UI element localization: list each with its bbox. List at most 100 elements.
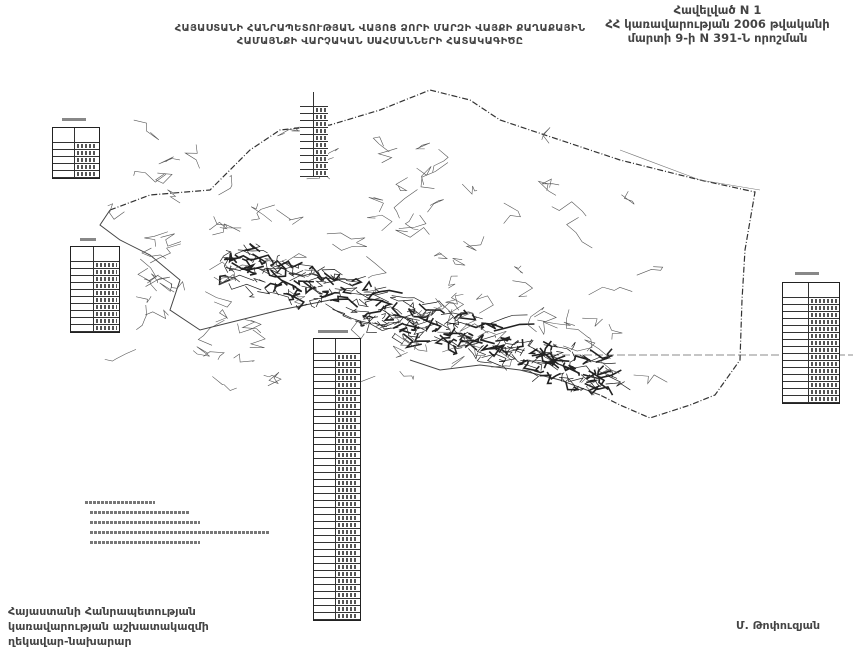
terrain-line — [420, 162, 449, 189]
table-row — [314, 536, 360, 543]
settlement-line — [244, 242, 261, 253]
table-row — [300, 114, 328, 121]
terrain-line — [566, 309, 589, 339]
terrain-line — [541, 178, 560, 188]
settlement-line — [411, 324, 417, 332]
settlement-line — [329, 298, 359, 308]
table-row — [53, 157, 99, 164]
terrain-line — [250, 203, 273, 222]
terrain-line — [197, 320, 225, 346]
signatory-line2: կառավարության աշխատակազմի — [8, 620, 209, 633]
terrain-line — [133, 119, 160, 141]
terrain-line — [363, 286, 378, 293]
settlement-line — [410, 319, 431, 332]
terrain-line — [463, 236, 485, 251]
settlement-line — [457, 339, 483, 348]
terrain-line — [249, 329, 266, 349]
settlement-line — [605, 382, 631, 391]
table-row — [314, 508, 360, 515]
terrain-line — [393, 189, 418, 219]
annex-decree: ՀՀ կառավարության 2006 թվականի — [605, 17, 830, 31]
table-row — [314, 396, 360, 403]
settlement-line — [422, 308, 429, 315]
settlement-line — [582, 357, 607, 365]
terrain-line — [155, 172, 173, 184]
settlement-line — [449, 332, 473, 340]
settlement-line — [527, 347, 538, 355]
terrain-line — [588, 286, 633, 296]
table-row — [314, 417, 360, 424]
table-row — [71, 297, 119, 304]
terrain-line — [608, 324, 623, 340]
settlement-line — [407, 307, 416, 317]
terrain-line — [192, 346, 210, 357]
table-row — [314, 585, 360, 592]
terrain-line — [350, 320, 365, 340]
terrain-line — [437, 309, 453, 333]
settlement-line — [423, 311, 432, 322]
settlement-line — [589, 348, 613, 360]
table-row — [300, 170, 328, 177]
terrain-line — [491, 351, 512, 368]
terrain-line — [636, 266, 664, 276]
terrain-line — [584, 339, 611, 359]
table-row — [783, 312, 839, 319]
terrain-line — [135, 296, 152, 303]
settlement-line — [266, 291, 293, 306]
terrain-line — [160, 233, 182, 247]
terrain-line — [263, 374, 282, 387]
settlement-line — [392, 313, 419, 325]
table-row — [783, 298, 839, 305]
settlement-line — [468, 348, 478, 360]
coordinates-table-center — [313, 338, 361, 621]
settlement-line — [308, 272, 338, 280]
table-row — [53, 143, 99, 150]
terrain-line — [621, 191, 635, 205]
settlement-line — [507, 346, 525, 356]
settlement-line — [515, 338, 524, 351]
settlement-line — [533, 365, 545, 374]
table-row — [783, 354, 839, 361]
settlement-line — [219, 250, 232, 262]
settlement-line — [371, 289, 403, 295]
settlement-line — [391, 295, 425, 304]
settlement-line — [448, 338, 458, 346]
settlement-line — [579, 354, 592, 362]
terrain-line — [237, 319, 262, 334]
table-row — [71, 283, 119, 290]
settlement-line — [443, 310, 454, 325]
settlement-line — [330, 273, 339, 281]
terrain-line — [213, 272, 236, 283]
settlement-line — [406, 328, 420, 338]
terrain-line — [241, 319, 262, 334]
table-row — [53, 164, 99, 171]
settlement-line — [281, 260, 304, 276]
settlement-line — [552, 344, 572, 352]
boundary-line — [99, 209, 331, 331]
settlement-line — [540, 352, 554, 366]
terrain-line — [433, 302, 460, 311]
annex-header: Հավելված N 1 ՀՀ կառավարության 2006 թվակա… — [590, 3, 845, 45]
settlement-line — [597, 367, 618, 379]
settlement-line — [283, 292, 306, 310]
table-row — [300, 156, 328, 163]
terrain-line — [366, 256, 387, 279]
settlement-line — [261, 259, 282, 275]
settlement-line — [480, 335, 496, 341]
settlement-line — [348, 291, 389, 296]
terrain-line — [213, 216, 242, 229]
settlement-line — [332, 309, 352, 320]
settlement-line — [568, 364, 577, 371]
table-row — [314, 550, 360, 557]
settlement-line — [478, 333, 495, 345]
table-row — [314, 445, 360, 452]
settlement-line — [502, 337, 520, 346]
terrain-line — [432, 148, 449, 173]
settlement-line — [309, 298, 318, 308]
settlement-line — [356, 289, 372, 301]
map-title-line2: ՀԱՄԱՅՆՔԻ ՎԱՐՉԱԿԱՆ ՍԱՀՄԱՆՆԵՐԻ ՀԱՏԱԿԱԳԻԾԸ — [236, 36, 524, 47]
table-row — [314, 466, 360, 473]
settlement-line — [228, 283, 262, 291]
settlement-line — [493, 323, 535, 332]
settlement-line — [449, 340, 482, 347]
